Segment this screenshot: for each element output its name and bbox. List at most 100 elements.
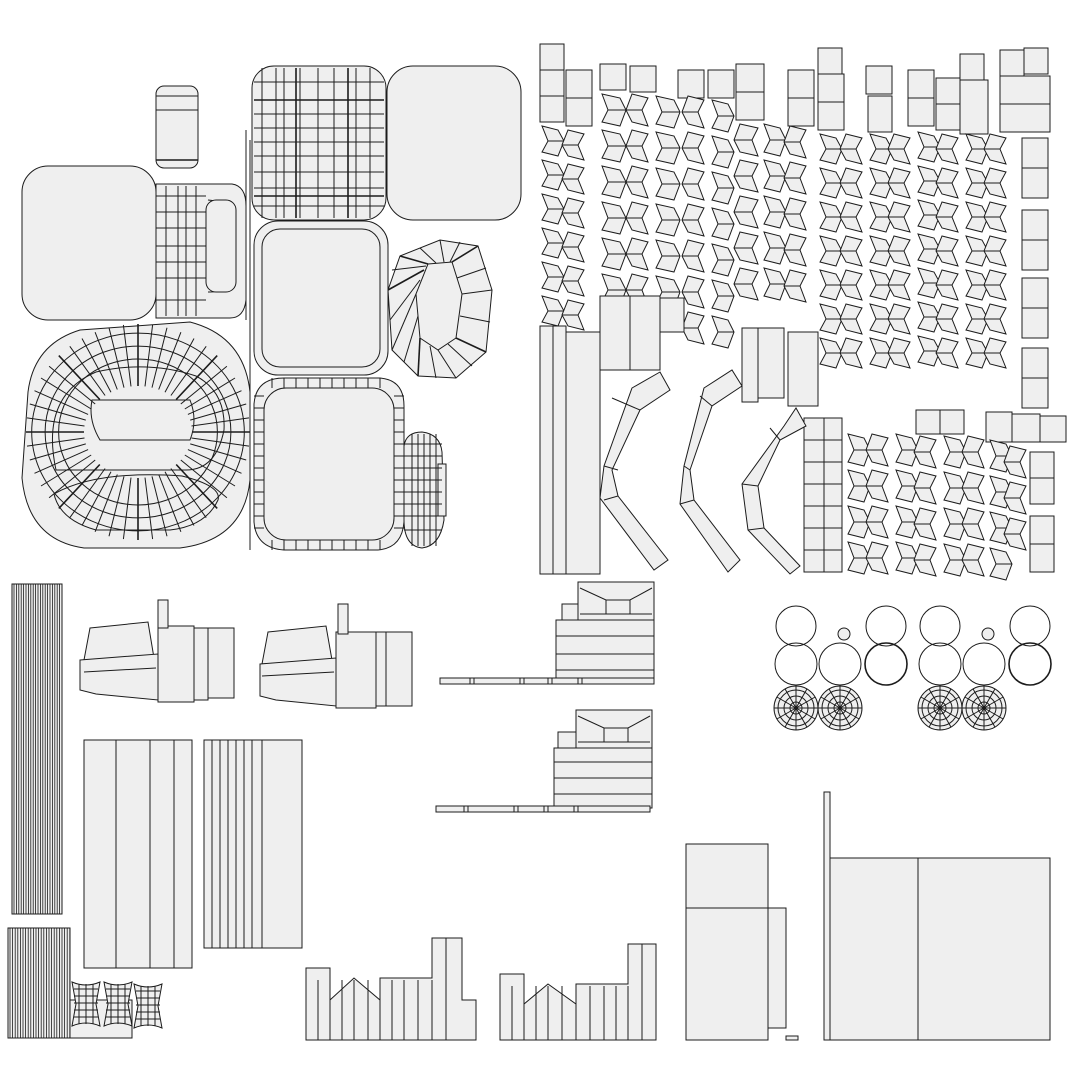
uv-piece: [823, 505, 843, 529]
eye-ring: [387, 239, 493, 379]
uv-piece: [1011, 413, 1041, 443]
uv-piece: [707, 69, 735, 99]
bent-arm-strips: [539, 295, 807, 575]
uv-piece: [1021, 377, 1049, 409]
uv-piece: [803, 417, 825, 441]
head-grid-panel: [251, 65, 387, 221]
uv-piece: [823, 483, 843, 507]
uv-piece: [1029, 477, 1055, 505]
uv-piece: [787, 97, 815, 127]
uv-piece: [1023, 47, 1049, 75]
uv-piece: [999, 103, 1051, 133]
uv-piece: [1021, 307, 1049, 339]
uv-piece: [565, 69, 593, 99]
uv-piece: [817, 73, 845, 103]
uv-piece: [865, 65, 893, 95]
uv-piece: [741, 327, 759, 403]
small-dome: [403, 431, 447, 549]
tall-block-center: [685, 843, 799, 1041]
uv-piece: [817, 101, 845, 131]
wheel-disc: [1008, 642, 1052, 686]
plank-group-stripes: [203, 739, 303, 949]
uv-piece: [803, 549, 825, 573]
head-side-wrap: [155, 130, 251, 550]
uv-piece: [803, 505, 825, 529]
uv-piece: [999, 49, 1025, 77]
uv-piece: [817, 47, 843, 75]
tall-block-right: [823, 791, 1051, 1041]
uv-piece: [823, 439, 843, 463]
wheel-disc: [1009, 605, 1051, 647]
wheel-discs-right: [917, 605, 1052, 731]
uv-piece: [565, 97, 593, 127]
wheel-disc: [837, 627, 851, 641]
uv-piece: [1039, 415, 1067, 443]
uv-piece: [803, 461, 825, 485]
wheel-disc: [818, 642, 862, 686]
uv-piece: [935, 103, 961, 131]
uv-piece: [959, 53, 985, 81]
uv-piece: [939, 409, 965, 435]
uv-piece: [959, 79, 989, 135]
chevron-strip-cluster: [541, 93, 1027, 581]
wheel-disc: [918, 642, 962, 686]
uv-piece: [803, 439, 825, 463]
uv-piece: [935, 77, 961, 105]
wheel-disc: [981, 627, 995, 641]
uv-piece: [757, 327, 785, 399]
barrel-cluster: [71, 981, 163, 1029]
uv-piece: [867, 95, 893, 133]
uv-piece: [999, 75, 1051, 105]
uv-piece: [539, 95, 565, 123]
uv-piece: [907, 69, 935, 99]
uv-piece: [677, 69, 705, 99]
wheel-disc: [864, 642, 908, 686]
body-rounded-panel: [253, 377, 405, 551]
head-large-panel: [21, 165, 157, 321]
uv-piece: [1021, 137, 1049, 169]
uv-piece: [1021, 347, 1049, 379]
uv-piece: [823, 549, 843, 573]
base-block-right: [499, 943, 657, 1041]
hand-lower: [435, 709, 653, 813]
body-grid-panel: [253, 220, 389, 376]
uv-piece: [599, 63, 627, 91]
uv-piece: [787, 331, 819, 407]
head-small-strip: [155, 85, 199, 169]
plank-group-left: [83, 739, 193, 969]
uv-piece: [1021, 277, 1049, 309]
uv-piece: [1021, 239, 1049, 271]
uv-piece: [787, 69, 815, 99]
wheel-disc: [962, 642, 1006, 686]
uv-piece: [1029, 543, 1055, 573]
uv-piece: [735, 91, 765, 121]
base-block-left: [305, 937, 477, 1041]
wheel-discs-left: [773, 605, 908, 731]
uv-piece: [1029, 515, 1055, 545]
uv-piece: [539, 69, 565, 97]
head-plain-panel: [386, 65, 522, 221]
boot-left: [79, 599, 235, 703]
uv-piece: [823, 461, 843, 485]
uv-piece: [803, 527, 825, 551]
wheel-disc: [775, 605, 817, 647]
wheel-disc: [865, 605, 907, 647]
uv-piece: [985, 411, 1013, 443]
wheel-disc: [774, 642, 818, 686]
boot-right: [259, 603, 413, 709]
uv-piece: [803, 483, 825, 507]
uv-piece: [539, 43, 565, 71]
rib-strip-column: [539, 43, 1067, 573]
uv-piece: [629, 65, 657, 93]
uv-piece: [907, 97, 935, 127]
face-ring-large: [21, 321, 251, 549]
uv-piece: [1021, 167, 1049, 199]
uv-piece: [1029, 451, 1055, 479]
uv-piece: [823, 417, 843, 441]
uv-piece: [823, 527, 843, 551]
uv-piece: [735, 63, 765, 93]
uv-piece: [915, 409, 941, 435]
wheel-disc: [919, 605, 961, 647]
hand-upper: [439, 581, 655, 685]
